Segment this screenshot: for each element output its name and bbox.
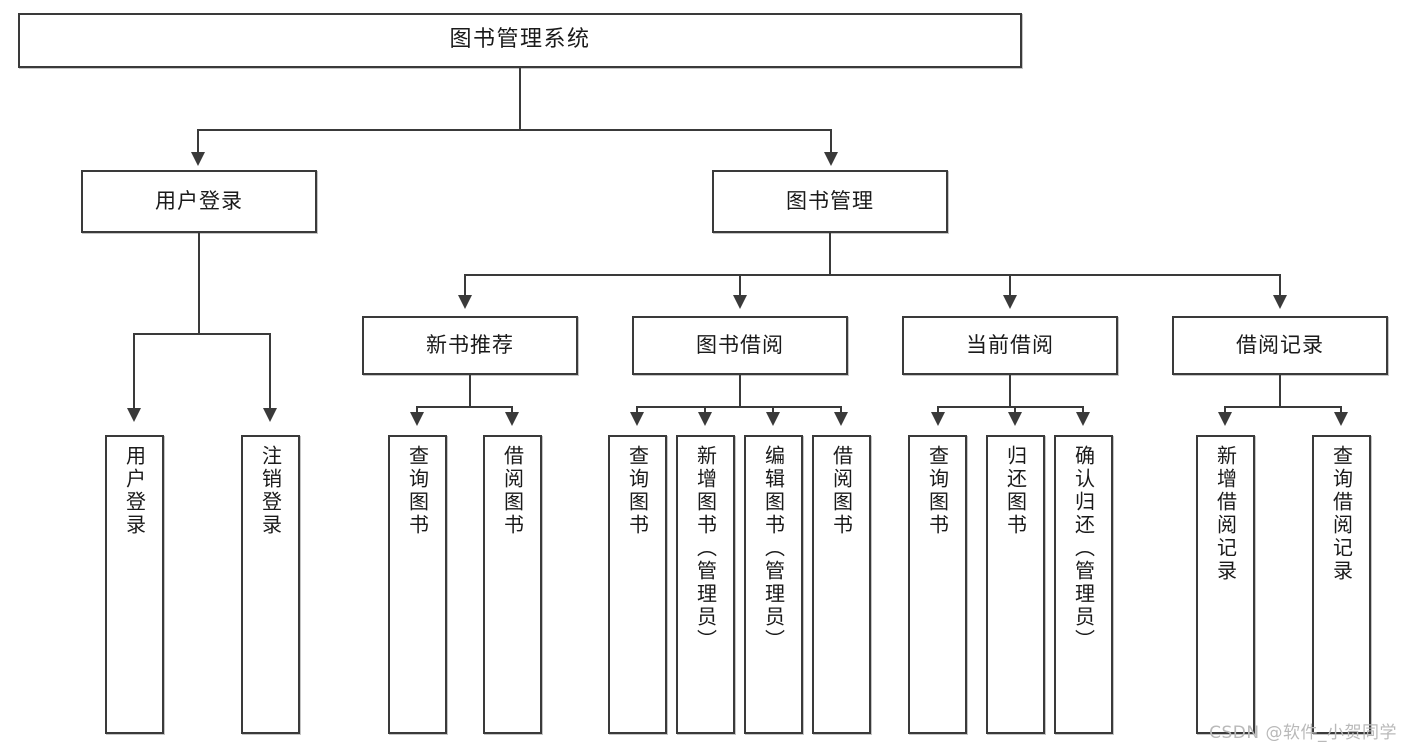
arrowhead-book-borrow-leaf-4 <box>834 412 848 426</box>
node-label: 归还图书 <box>1003 445 1028 537</box>
arrowhead-book-borrow-leaf-3 <box>766 412 780 426</box>
arrowhead-borrow-records-leaf-1 <box>1218 412 1232 426</box>
connector-borrow-records-bus <box>1224 406 1341 408</box>
connector-book-borrow-leaf-4 <box>840 406 842 414</box>
connector-new-book-leaf-2 <box>511 406 513 414</box>
connector-borrow-records-leaf-2 <box>1340 406 1342 414</box>
connector-book-borrow-leaf-2 <box>704 406 706 414</box>
node-label: 借阅记录 <box>1236 332 1324 357</box>
connector-user-login-to-leaf-2 <box>269 333 271 409</box>
connector-bm-to-book-borrow <box>739 274 741 296</box>
leaf-current-borrow-confirm-return-admin[interactable]: 确认归还（管理员） <box>1054 435 1113 734</box>
connector-new-book-bus <box>416 406 513 408</box>
node-label: 查询借阅记录 <box>1329 445 1354 583</box>
connector-user-login-to-leaf-1 <box>133 333 135 409</box>
connector-current-borrow-leaf-3 <box>1082 406 1084 414</box>
node-label: 新增图书（管理员） <box>693 445 718 652</box>
node-label: 当前借阅 <box>966 332 1054 357</box>
node-label: 查询图书 <box>925 445 950 537</box>
leaf-user-login-login[interactable]: 用户登录 <box>105 435 164 734</box>
arrowhead-user-login-leaf-1 <box>127 408 141 422</box>
connector-borrow-records-stem <box>1279 375 1281 407</box>
leaf-user-login-logout[interactable]: 注销登录 <box>241 435 300 734</box>
arrowhead-root-to-user-login <box>191 152 205 166</box>
arrowhead-book-borrow-leaf-1 <box>630 412 644 426</box>
connector-bm-to-borrow-records <box>1279 274 1281 296</box>
connector-book-management-stem <box>829 233 831 275</box>
arrowhead-bm-new-book <box>458 295 472 309</box>
node-book-management[interactable]: 图书管理 <box>712 170 948 233</box>
arrowhead-bm-current-borrow <box>1003 295 1017 309</box>
node-borrow-records[interactable]: 借阅记录 <box>1172 316 1388 375</box>
leaf-current-borrow-return-book[interactable]: 归还图书 <box>986 435 1045 734</box>
connector-root-stem <box>519 68 521 130</box>
connector-bm-to-current-borrow <box>1009 274 1011 296</box>
leaf-new-book-borrow-book[interactable]: 借阅图书 <box>483 435 542 734</box>
node-label: 图书借阅 <box>696 332 784 357</box>
node-label: 编辑图书（管理员） <box>761 445 786 652</box>
leaf-book-borrow-borrow-book[interactable]: 借阅图书 <box>812 435 871 734</box>
arrowhead-new-book-leaf-2 <box>505 412 519 426</box>
leaf-book-borrow-query-book[interactable]: 查询图书 <box>608 435 667 734</box>
arrowhead-root-to-book-management <box>824 152 838 166</box>
arrowhead-book-borrow-leaf-2 <box>698 412 712 426</box>
leaf-new-book-query-book[interactable]: 查询图书 <box>388 435 447 734</box>
connector-new-book-stem <box>469 375 471 407</box>
arrowhead-current-borrow-leaf-3 <box>1076 412 1090 426</box>
connector-current-borrow-leaf-2 <box>1014 406 1016 414</box>
arrowhead-current-borrow-leaf-2 <box>1008 412 1022 426</box>
node-label: 借阅图书 <box>500 445 525 537</box>
connector-book-borrow-stem <box>739 375 741 407</box>
connector-root-bus <box>197 129 831 131</box>
arrowhead-bm-book-borrow <box>733 295 747 309</box>
connector-current-borrow-stem <box>1009 375 1011 407</box>
node-label: 新增借阅记录 <box>1213 445 1238 583</box>
arrowhead-new-book-leaf-1 <box>410 412 424 426</box>
node-label: 借阅图书 <box>829 445 854 537</box>
arrowhead-current-borrow-leaf-1 <box>931 412 945 426</box>
connector-bm-to-new-book <box>464 274 466 296</box>
connector-user-login-stem <box>198 233 200 334</box>
node-label: 用户登录 <box>155 188 243 213</box>
node-label: 查询图书 <box>625 445 650 537</box>
connector-root-to-book-management <box>830 129 832 153</box>
node-user-login[interactable]: 用户登录 <box>81 170 317 233</box>
arrowhead-user-login-leaf-2 <box>263 408 277 422</box>
connector-book-borrow-bus <box>636 406 840 408</box>
node-label: 注销登录 <box>258 445 283 537</box>
node-root-book-management-system[interactable]: 图书管理系统 <box>18 13 1022 68</box>
node-book-borrow[interactable]: 图书借阅 <box>632 316 848 375</box>
connector-root-to-user-login <box>197 129 199 153</box>
connector-current-borrow-leaf-1 <box>937 406 939 414</box>
node-label: 图书管理系统 <box>449 27 591 53</box>
node-label: 图书管理 <box>786 188 874 213</box>
connector-book-borrow-leaf-1 <box>636 406 638 414</box>
connector-current-borrow-bus <box>937 406 1082 408</box>
connector-new-book-leaf-1 <box>416 406 418 414</box>
connector-user-login-bus <box>133 333 271 335</box>
leaf-book-borrow-add-book-admin[interactable]: 新增图书（管理员） <box>676 435 735 734</box>
node-label: 用户登录 <box>122 445 147 537</box>
connector-borrow-records-leaf-1 <box>1224 406 1226 414</box>
node-new-book-recommend[interactable]: 新书推荐 <box>362 316 578 375</box>
leaf-borrow-records-add-record[interactable]: 新增借阅记录 <box>1196 435 1255 734</box>
node-label: 新书推荐 <box>426 332 514 357</box>
node-label: 确认归还（管理员） <box>1071 445 1096 652</box>
leaf-borrow-records-query-record[interactable]: 查询借阅记录 <box>1312 435 1371 734</box>
node-label: 查询图书 <box>405 445 430 537</box>
leaf-book-borrow-edit-book-admin[interactable]: 编辑图书（管理员） <box>744 435 803 734</box>
node-current-borrow[interactable]: 当前借阅 <box>902 316 1118 375</box>
connector-book-borrow-leaf-3 <box>772 406 774 414</box>
connector-book-management-bus <box>464 274 1280 276</box>
arrowhead-bm-borrow-records <box>1273 295 1287 309</box>
arrowhead-borrow-records-leaf-2 <box>1334 412 1348 426</box>
leaf-current-borrow-query-book[interactable]: 查询图书 <box>908 435 967 734</box>
